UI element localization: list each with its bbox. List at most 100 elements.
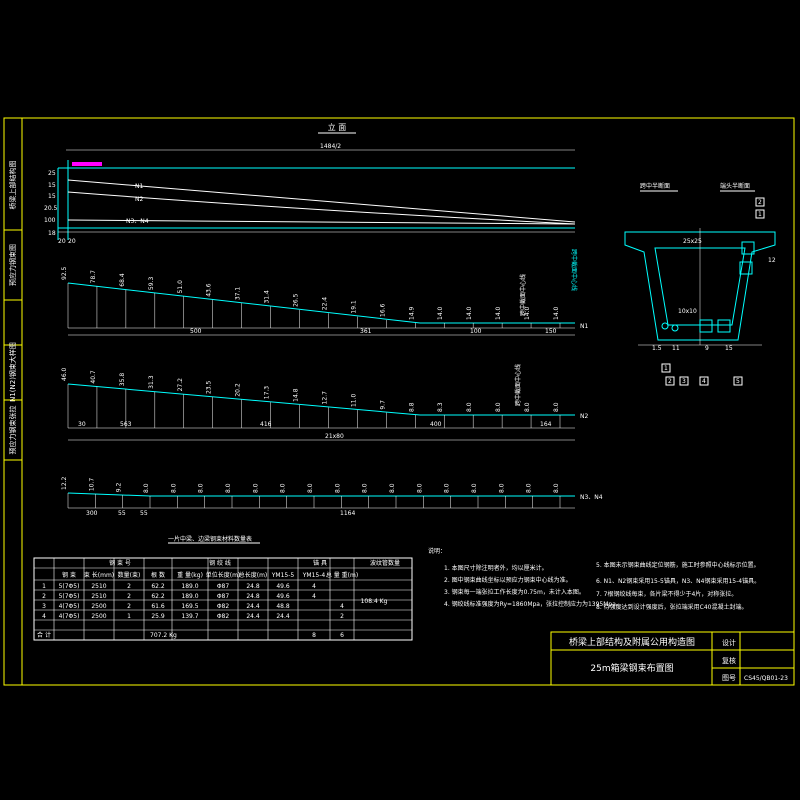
table-cell: 4 <box>312 583 316 590</box>
n34-dim: 55 <box>140 510 148 517</box>
ordinate-value: 16.6 <box>379 303 386 317</box>
n34-curve <box>67 492 151 497</box>
ordinate-value: 14.0 <box>437 306 444 320</box>
bottom-dimension: 20 <box>58 238 66 245</box>
n2-dim: 30 <box>78 421 86 428</box>
note-line: 2. 图中钢束曲线坐标以预应力钢束中心线为准。 <box>444 576 572 584</box>
table-cell: 25.9 <box>151 613 165 620</box>
table-cell: 1 <box>42 583 46 590</box>
ordinate-value: 8.0 <box>471 483 478 493</box>
drawing-title: 25m箱梁钢束布置图 <box>590 662 673 674</box>
table-column-header: 钢 束 <box>62 571 76 579</box>
section-tag: 1 <box>758 211 762 218</box>
tag-box <box>679 376 689 386</box>
duct-icon <box>671 324 679 332</box>
ordinate-value: 37.1 <box>235 287 242 301</box>
tag-box <box>665 376 675 386</box>
tag-box <box>755 197 765 207</box>
end-anchor <box>717 319 731 333</box>
section-label: 9 <box>705 345 709 352</box>
side-label: 预应力钢束图 <box>8 244 17 286</box>
end-anchor <box>699 319 713 333</box>
title-block-frame <box>550 631 795 686</box>
n34-dim: 55 <box>118 510 126 517</box>
table-group-header: 钢 束 号 <box>109 559 131 567</box>
table-total-cell: 合 计 <box>37 631 51 639</box>
centerline-label: 跨中截面中心线 <box>570 249 578 291</box>
table-cell: 3 <box>42 603 46 610</box>
side-labels: 桥梁上部结构图 预应力钢束图 N1(N2)钢束大样图 预应力钢束张拉 <box>8 161 17 455</box>
side-label: 预应力钢束张拉 <box>8 406 17 455</box>
table-cell: 61.6 <box>151 603 165 610</box>
table-cell: 2510 <box>91 593 106 600</box>
n1-dim: 500 <box>190 328 202 335</box>
table-cell: 4 <box>42 613 46 620</box>
note-line: 6. N1、N2钢束采用15-5锚具，N3、N4钢束采用15-4锚具。 <box>596 577 760 585</box>
left-dimension: 100 <box>44 217 56 224</box>
ordinate-value: 8.0 <box>444 483 451 493</box>
table-column-header: 重 量(kg) <box>177 571 203 579</box>
n2-dim: 164 <box>540 421 552 428</box>
bottom-dimension: 20 <box>68 238 76 245</box>
ordinate-value: 8.3 <box>437 402 444 412</box>
ordinate-value: 8.0 <box>280 483 287 493</box>
ordinate-value: 8.0 <box>495 402 502 412</box>
design-label: 设计 <box>722 638 736 647</box>
ordinate-value: 20.2 <box>235 383 242 397</box>
table-column-header: YM15-5 <box>271 572 295 579</box>
tendon-curve-n2 <box>67 191 576 225</box>
section-tag: 2 <box>668 378 672 385</box>
ordinate-value: 14.8 <box>293 388 300 402</box>
ordinate-value: 35.8 <box>119 373 126 387</box>
n1-label: N1 <box>580 323 588 330</box>
ordinate-value: 78.7 <box>90 270 97 284</box>
n1-dim: 361 <box>360 328 372 335</box>
n34-dim: 300 <box>86 510 98 517</box>
ordinate-value: 8.0 <box>170 483 177 493</box>
end-anchor <box>739 261 753 275</box>
ordinate-value: 31.4 <box>264 290 271 304</box>
inner-frame <box>21 117 795 686</box>
section-tag: 4 <box>702 378 706 385</box>
ordinate-value: 8.0 <box>416 483 423 493</box>
ordinate-value: 8.0 <box>334 483 341 493</box>
table-total-cell: 6 <box>340 632 344 639</box>
ordinate-value: 31.3 <box>148 375 155 389</box>
elevation-view: 立 面 1484/2 N1 N2 N3、N4 25 15 15 20.5 100… <box>44 122 578 291</box>
table-cell: 2500 <box>91 603 106 610</box>
ordinate-value: 9.2 <box>116 482 123 492</box>
table-cell: 24.8 <box>246 583 260 590</box>
ordinate-value: 26.5 <box>293 293 300 307</box>
table-cell: Φ82 <box>217 613 230 620</box>
table-cell: 62.2 <box>151 593 165 600</box>
ordinate-value: 8.0 <box>362 483 369 493</box>
side-label: 桥梁上部结构图 <box>8 161 17 210</box>
left-dimension: 15 <box>48 182 56 189</box>
tendon-line-n34 <box>67 219 576 225</box>
total-dimension: 1484/2 <box>320 143 341 150</box>
ordinate-value: 8.0 <box>307 483 314 493</box>
tendon-label: N3、N4 <box>126 218 149 225</box>
tag-box <box>699 376 709 386</box>
ordinate-value: 8.0 <box>252 483 259 493</box>
n2-curve <box>67 383 421 416</box>
ordinate-value: 8.0 <box>198 483 205 493</box>
ordinate-value: 8.0 <box>143 483 150 493</box>
ordinate-value: 14.0 <box>553 306 560 320</box>
table-cell: 2 <box>127 593 131 600</box>
table-cell: Φ87 <box>217 593 230 600</box>
ordinate-value: 11.0 <box>350 394 357 408</box>
table-cell: 2510 <box>91 583 106 590</box>
table-cell: Φ82 <box>217 603 230 610</box>
table-cell: 4 <box>340 603 344 610</box>
left-dimension: 20.5 <box>44 205 58 212</box>
table-cell: 62.2 <box>151 583 165 590</box>
ordinate-value: 51.0 <box>177 280 184 294</box>
side-label: N1(N2)钢束大样图 <box>8 342 17 402</box>
duct-icon <box>661 322 669 330</box>
n2-dim: 563 <box>120 421 132 428</box>
section-title-right: 端头半断面 <box>720 182 750 190</box>
section-label: 10x10 <box>678 308 697 315</box>
table-column-header: 数量(束) <box>118 571 141 579</box>
